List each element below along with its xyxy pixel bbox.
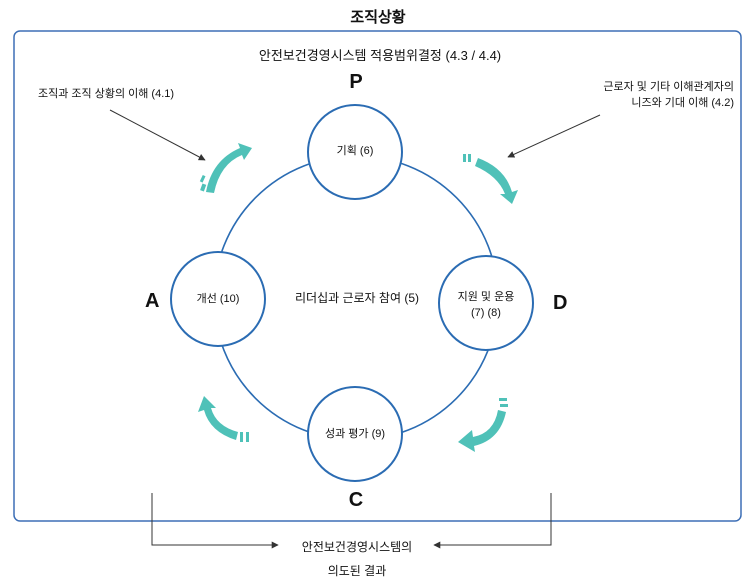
context-right-line1: 근로자 및 기타 이해관계자의 [603,81,734,93]
node-check-circle [307,386,403,482]
cycle-arrow-bottom-right [458,398,508,452]
letter-p: P [349,71,363,93]
context-right-label: 근로자 및 기타 이해관계자의 니즈와 기대 이해 (4.2) [603,79,734,111]
scope-title: 안전보건경영시스템 적용범위결정 (4.3 / 4.4) [258,48,502,63]
cycle-arrow-bottom-left [198,396,249,442]
node-do-circle [438,255,534,351]
center-label: 리더십과 근로자 참여 (5) [294,291,420,305]
letter-a: A [145,290,160,312]
node-check-label: 성과 평가 (9) [324,428,386,440]
letter-d: D [553,292,568,314]
cycle-arrow-top-right [463,154,518,204]
letter-c: C [348,489,364,511]
node-plan-label: 기획 (6) [336,145,374,157]
outer-title: 조직상황 [350,9,406,26]
outcome-line1: 안전보건경영시스템의 [301,540,413,554]
node-do-line1: 지원 및 운용 [457,291,515,303]
scope-frame [13,30,742,522]
context-right-line2: 니즈와 기대 이해 (4.2) [631,97,734,109]
outcome-connector-right [433,493,552,549]
node-plan-circle [307,104,403,200]
node-do-label: 지원 및 운용 (7) (8) [458,289,515,321]
node-act-label: 개선 (10) [196,293,240,305]
context-left-label: 조직과 조직 상황의 이해 (4.1) [38,88,175,100]
cycle-arrow-top-left [199,143,252,193]
node-act-circle [170,251,266,347]
outcome-connector-left [151,493,279,549]
outcome-line2: 의도된 결과 [327,564,387,578]
pointer-left [109,109,206,161]
pointer-right [507,114,601,158]
node-do-line2: (7) (8) [471,307,501,319]
